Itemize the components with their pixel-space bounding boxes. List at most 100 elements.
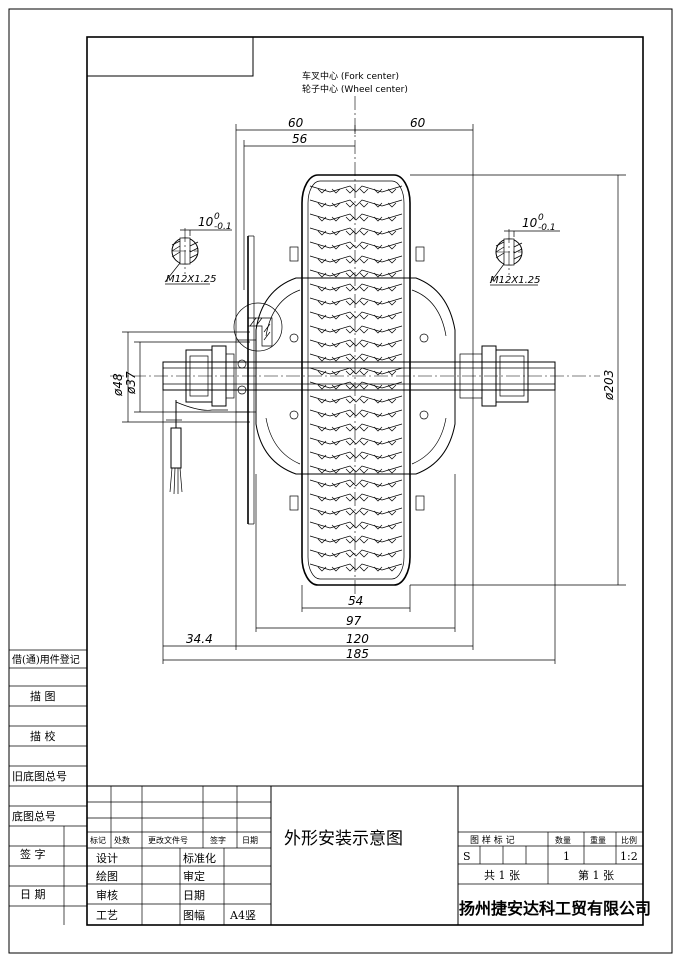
tread-notch	[331, 412, 341, 418]
motor-cable	[166, 400, 228, 495]
tread-notch	[373, 398, 383, 404]
tread-notch	[331, 468, 341, 474]
tread-notch	[345, 454, 355, 460]
inner-border	[86, 36, 644, 926]
tread-notch	[345, 398, 355, 404]
tread-notch	[317, 370, 327, 376]
tread-line	[309, 479, 403, 487]
tread-notch	[331, 244, 341, 250]
paper-size: A4竖	[229, 909, 256, 922]
tread-notch	[387, 482, 397, 488]
tread-notch	[331, 482, 341, 488]
tread-notch	[387, 384, 397, 390]
tread-notch	[345, 566, 355, 572]
tread-notch	[359, 482, 369, 488]
tread-line	[309, 535, 403, 543]
tread-line	[309, 255, 403, 263]
tread-notch	[373, 244, 383, 250]
tread-notch	[359, 356, 369, 362]
tread-notch	[387, 258, 397, 264]
title-block: 标记 处数 更改文件号 签字 日期 设计 绘图 审核 工艺 标准化 审定 日期 …	[87, 785, 651, 925]
tread-notch	[331, 398, 341, 404]
tread-notch	[373, 538, 383, 544]
side-label-check: 描 校	[30, 729, 56, 743]
tread-line	[309, 325, 403, 333]
drawing-title: 外形安装示意图	[284, 829, 403, 849]
role-approve: 审定	[183, 869, 205, 883]
bottom-dimensions: 54 97 34.4 120 185	[162, 300, 556, 664]
tread-notch	[387, 510, 397, 516]
side-label-base-number: 底图总号	[12, 809, 56, 823]
tread-notch	[331, 510, 341, 516]
tread-notch	[345, 468, 355, 474]
tread-notch	[345, 496, 355, 502]
tread-notch	[373, 566, 383, 572]
tread-notch	[317, 188, 327, 194]
tread-notch	[359, 552, 369, 558]
side-label-register: 借(通)用件登记	[12, 653, 80, 666]
tread-notch	[345, 412, 355, 418]
tread-notch	[373, 342, 383, 348]
tread-notch	[331, 552, 341, 558]
tread-notch	[359, 188, 369, 194]
tread-notch	[345, 286, 355, 292]
tread-notch	[387, 202, 397, 208]
tread-line	[309, 283, 403, 291]
tread-notch	[331, 538, 341, 544]
tread-notch	[373, 552, 383, 558]
tread-notch	[387, 468, 397, 474]
tread-line	[309, 185, 403, 193]
tread-notch	[359, 440, 369, 446]
fork-center-label: 车叉中心 (Fork center)	[302, 70, 399, 82]
dim-34-4: 34.4	[186, 632, 213, 646]
role-design: 设计	[96, 852, 118, 865]
dim-left-60: 60	[288, 116, 304, 130]
dim-right-60: 60	[410, 116, 426, 130]
left-tol-10: 10	[198, 215, 214, 229]
tread-line	[309, 423, 403, 431]
tread-notch	[345, 230, 355, 236]
tread-notch	[331, 328, 341, 334]
tread-notch	[387, 552, 397, 558]
tread-notch	[359, 230, 369, 236]
dim-dia48: ø48	[111, 373, 125, 397]
tread-notch	[345, 244, 355, 250]
tread-notch	[387, 188, 397, 194]
wheel-assembly	[247, 174, 456, 586]
tire-outline	[301, 174, 411, 586]
tread-notch	[359, 244, 369, 250]
tread-notch	[387, 342, 397, 348]
tread-notch	[345, 300, 355, 306]
tread-line	[309, 311, 403, 319]
tread-notch	[387, 216, 397, 222]
tread-line	[309, 549, 403, 557]
tread-notch	[317, 426, 327, 432]
tread-line	[309, 269, 403, 277]
tread-notch	[373, 216, 383, 222]
tread-notch	[387, 496, 397, 502]
tread-notch	[387, 272, 397, 278]
tread-line	[309, 493, 403, 501]
tread-notch	[373, 230, 383, 236]
tread-notch	[373, 314, 383, 320]
tread-notch	[359, 370, 369, 376]
tread-notch	[331, 426, 341, 432]
tread-notch	[331, 356, 341, 362]
tread-notch	[359, 566, 369, 572]
tread-notch	[317, 230, 327, 236]
tread-line	[309, 367, 403, 375]
tread-notch	[317, 328, 327, 334]
tread-notch	[331, 370, 341, 376]
tread-notch	[345, 538, 355, 544]
right-tol-10: 10	[522, 216, 538, 230]
tread-notch	[359, 202, 369, 208]
tread-notch	[317, 524, 327, 530]
tread-line	[309, 507, 403, 515]
tread-line	[309, 381, 403, 389]
dim-185: 185	[346, 647, 369, 661]
side-label-trace: 描 图	[30, 689, 56, 703]
tread-notch	[331, 272, 341, 278]
tread-notch	[373, 412, 383, 418]
tread-notch	[331, 216, 341, 222]
tread-notch	[359, 300, 369, 306]
